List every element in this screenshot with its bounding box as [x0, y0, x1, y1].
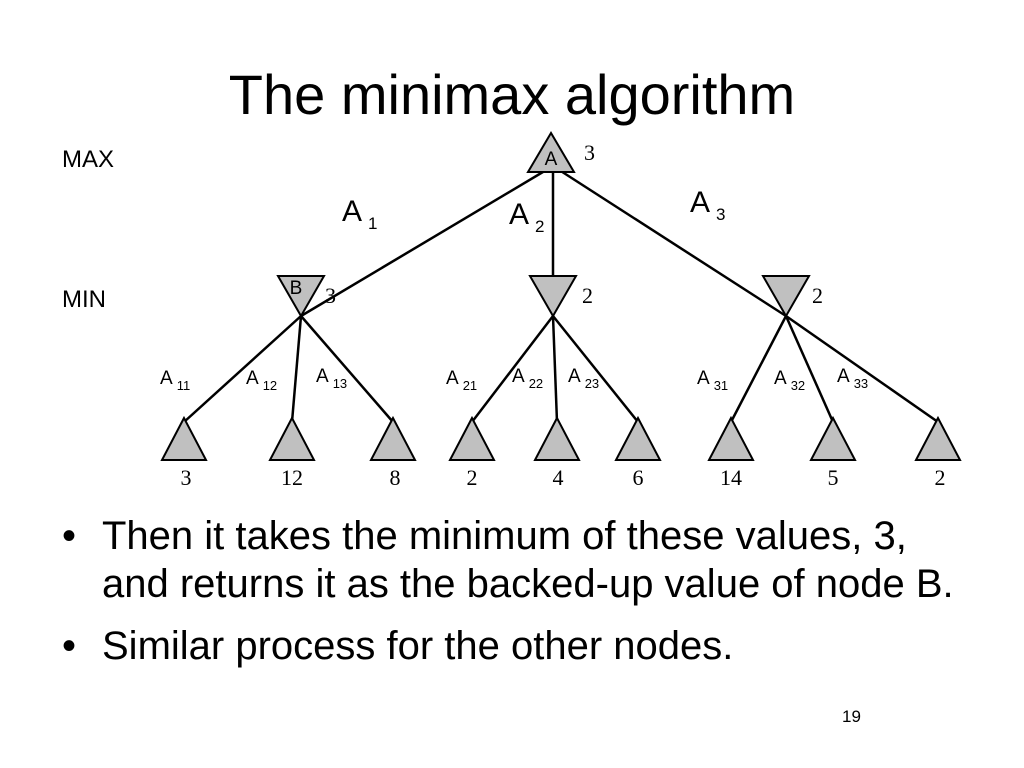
node-b-name: B: [290, 278, 303, 299]
leaf-node: [448, 415, 496, 461]
leaf-node: [533, 415, 581, 461]
min-node-3-value: 2: [812, 283, 823, 308]
slide-title: The minimax algorithm: [228, 63, 796, 126]
edge-a13: [300, 315, 394, 423]
leaf-value: 2: [935, 465, 946, 490]
bullet-item: Similar process for the other nodes.: [60, 622, 960, 670]
edge-a11: [183, 315, 302, 423]
bullet-list: Then it takes the minimum of these value…: [60, 512, 960, 684]
leaf-node: [809, 415, 857, 461]
bullet-item: Then it takes the minimum of these value…: [60, 512, 960, 608]
min-node-2: [528, 275, 578, 319]
leaf-node: [369, 415, 417, 461]
min-node-b-value: 3: [325, 283, 336, 308]
leaf-node: [914, 415, 962, 461]
leaf-value: 14: [720, 465, 742, 490]
leaf-value: 6: [633, 465, 644, 490]
edge-a3: [552, 164, 787, 318]
edge-a12: [290, 315, 303, 423]
root-node-name: A: [545, 149, 558, 170]
page-number: 19: [842, 707, 861, 726]
root-value: 3: [584, 140, 595, 165]
edge-a1: [300, 164, 554, 318]
max-level-label: MAX: [62, 146, 114, 173]
max-node-a: [526, 131, 576, 173]
edge-a22: [551, 315, 559, 423]
edge-a32: [784, 315, 835, 423]
leaf-node: [160, 415, 208, 461]
leaf-node: [707, 415, 755, 461]
edge-a31: [729, 315, 788, 423]
leaf-node: [614, 415, 662, 461]
leaf-value: 12: [281, 465, 303, 490]
edge-a21: [471, 315, 554, 423]
min-level-label: MIN: [62, 286, 106, 313]
leaf-value: 2: [467, 465, 478, 490]
min-node-2-value: 2: [582, 283, 593, 308]
leaf-value: 8: [390, 465, 401, 490]
leaf-node: [268, 415, 316, 461]
min-node-3: [761, 275, 811, 319]
edge-a33: [785, 314, 939, 424]
tree-edges: [183, 164, 939, 424]
leaf-value: 5: [828, 465, 839, 490]
leaf-values: 3 12 8 2 4 6 14 5 2: [181, 465, 946, 490]
node-values: 3 3 2 2: [325, 140, 823, 308]
leaf-value: 4: [553, 465, 564, 490]
edge-a23: [552, 315, 639, 423]
leaf-value: 3: [181, 465, 192, 490]
tree-nodes: [160, 131, 962, 461]
min-node-b: [276, 275, 326, 319]
